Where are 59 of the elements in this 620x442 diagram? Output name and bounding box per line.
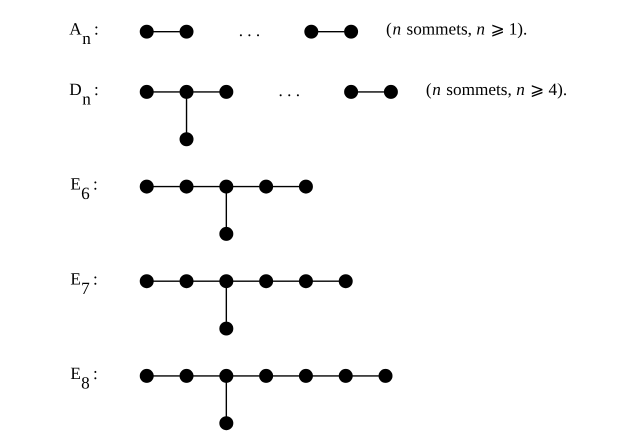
node-circle <box>139 24 154 39</box>
node-circle <box>218 84 233 99</box>
connector <box>232 280 259 282</box>
node-circle <box>179 180 194 194</box>
label: (n sommets, n ⩾ 1). <box>386 20 527 39</box>
node-circle <box>344 84 358 99</box>
connector <box>232 375 259 377</box>
node-circle <box>139 274 154 288</box>
connector <box>225 193 227 228</box>
connector <box>272 280 299 282</box>
node-circle <box>298 368 312 383</box>
node-circle <box>218 274 233 288</box>
connector <box>312 280 338 282</box>
node-circle <box>298 274 312 288</box>
connector <box>352 375 378 377</box>
connector <box>272 375 299 377</box>
node-circle <box>298 180 312 194</box>
node-circle <box>179 84 194 99</box>
connector <box>152 30 180 32</box>
connector <box>225 382 227 417</box>
connector <box>357 91 384 93</box>
node-circle <box>218 180 233 194</box>
node-circle <box>338 274 352 288</box>
connector <box>272 186 299 188</box>
connector <box>152 280 180 282</box>
node-circle <box>179 274 194 288</box>
node-circle <box>344 24 358 39</box>
node-circle <box>378 368 392 383</box>
connector <box>152 91 180 93</box>
label: . . . <box>238 20 260 40</box>
connector <box>192 186 220 188</box>
node-circle <box>383 84 398 99</box>
node-circle <box>218 226 233 241</box>
connector <box>152 375 180 377</box>
node-circle <box>258 368 273 383</box>
connector <box>192 375 220 377</box>
label: (n sommets, n ⩾ 4). <box>425 80 567 99</box>
node-circle <box>218 368 233 383</box>
node-circle <box>258 274 273 288</box>
node-circle <box>179 24 194 39</box>
node-circle <box>139 84 154 99</box>
node-circle <box>258 180 273 194</box>
node-circle <box>179 132 194 146</box>
node-circle <box>338 368 352 383</box>
node-circle <box>218 416 233 430</box>
node-circle <box>139 180 154 194</box>
connector <box>185 98 187 133</box>
connector <box>232 186 259 188</box>
label: . . . <box>278 81 300 100</box>
connector <box>152 186 180 188</box>
connector <box>317 30 344 32</box>
node-circle <box>304 24 318 39</box>
connector <box>192 91 220 93</box>
node-circle <box>179 368 194 383</box>
node-circle <box>139 368 154 383</box>
connector <box>192 280 220 282</box>
node-circle <box>218 322 233 336</box>
connector <box>225 288 227 322</box>
connector <box>312 375 338 377</box>
